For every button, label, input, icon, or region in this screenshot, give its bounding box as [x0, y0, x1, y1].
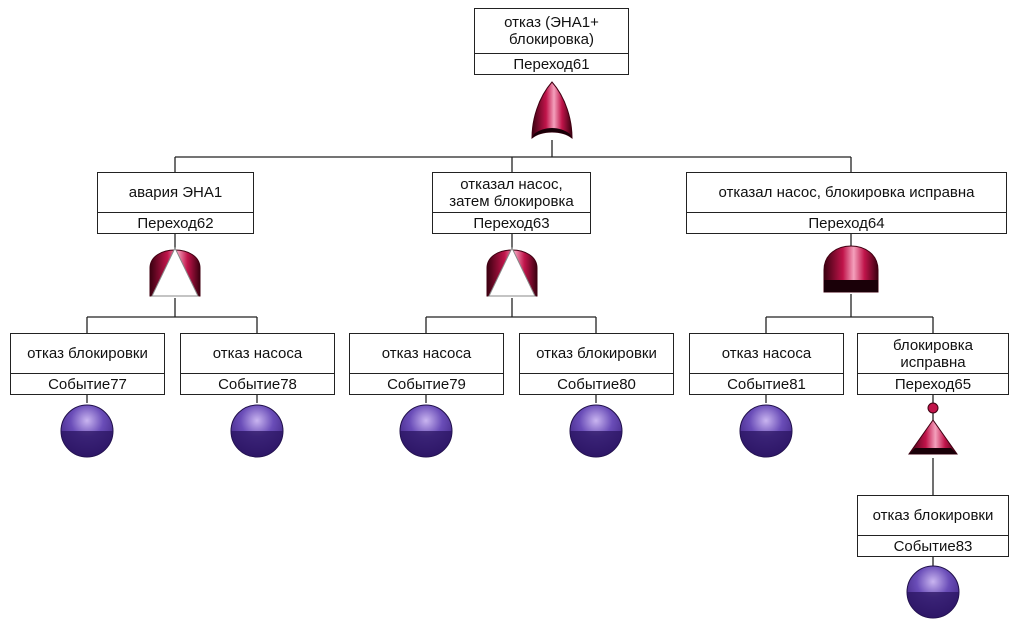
event-label: отказ насоса [690, 334, 843, 374]
event-id: Событие80 [557, 375, 636, 393]
basic-event-icon [60, 404, 114, 458]
top-event-box: отказ (ЭНА1+ блокировка)Переход61 [474, 8, 629, 75]
event-id: Переход64 [808, 214, 885, 232]
transfer-gate-icon [149, 246, 201, 297]
event-label: отказ (ЭНА1+ блокировка) [475, 9, 628, 54]
event-label: блокировка исправна [858, 334, 1008, 374]
event-id: Событие81 [727, 375, 806, 393]
event-id: Переход61 [513, 55, 590, 73]
not-gate-icon [908, 402, 958, 455]
event-label: отказ блокировки [858, 496, 1008, 536]
event-id: Переход63 [473, 214, 550, 232]
event-id: Переход65 [894, 375, 972, 393]
event-label: отказ блокировки [11, 334, 164, 374]
event-label: отказал насос, затем блокировка [433, 173, 590, 213]
or-gate-icon [531, 81, 573, 140]
basic-event-icon [739, 404, 793, 458]
event-id: Событие79 [387, 375, 466, 393]
event-label: авария ЭНА1 [98, 173, 253, 213]
basic-event-icon [230, 404, 284, 458]
event-id: Переход62 [137, 214, 214, 232]
basic-event-icon [569, 404, 623, 458]
event-id: Событие83 [893, 537, 973, 555]
basic-event-icon [399, 404, 453, 458]
event-label: отказал насос, блокировка исправна [687, 173, 1006, 213]
and-gate-icon [823, 245, 879, 293]
event-id: Событие77 [48, 375, 127, 393]
event-label: отказ насоса [350, 334, 503, 374]
transfer-gate-icon [486, 246, 538, 297]
event-id: Событие78 [218, 375, 297, 393]
event-label: отказ блокировки [520, 334, 673, 374]
event-label: отказ насоса [181, 334, 334, 374]
